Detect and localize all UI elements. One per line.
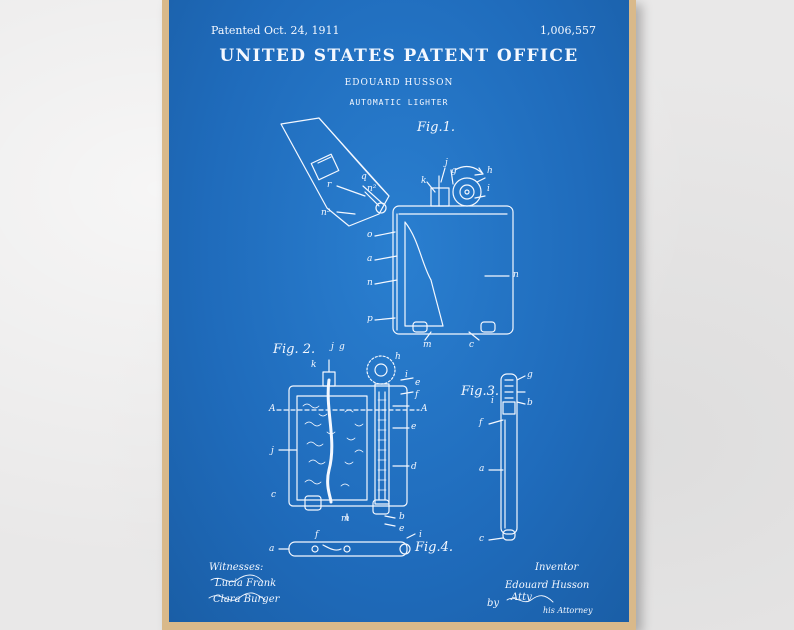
fig2-label: h	[395, 352, 401, 362]
fig1-label: n²	[367, 184, 377, 194]
patent-number: 1,006,557	[540, 24, 596, 37]
patent-poster: Patented Oct. 24, 1911 1,006,557 UNITED …	[169, 0, 629, 622]
figure-2-caption: Fig. 2.	[273, 342, 316, 357]
fig2-label: j	[331, 342, 334, 352]
fig1-label: g	[451, 166, 457, 176]
figure-2-drawing	[276, 355, 420, 527]
figure-1-caption: Fig.1.	[417, 120, 456, 135]
fig2-label: f	[315, 530, 319, 540]
fig1-label: o	[367, 230, 373, 240]
fig2-label: e	[415, 378, 421, 388]
figure-4-caption: Fig.4.	[415, 540, 454, 555]
fig1-label: r	[327, 180, 332, 190]
figure-3-drawing	[488, 373, 526, 541]
invention-title: AUTOMATIC LIGHTER	[349, 98, 449, 107]
fig1-label: i	[487, 184, 490, 194]
inventor-signature: Edouard Husson	[505, 580, 590, 591]
fig2-label: A	[269, 404, 276, 414]
attorney-caption: his Attorney	[543, 606, 593, 615]
by-label: by	[487, 598, 500, 609]
fig1-label: a	[367, 254, 373, 264]
fig2-label: b	[399, 512, 405, 522]
fig2-label: a	[269, 544, 275, 554]
fig2-label: k	[311, 360, 317, 370]
fig3-label: f	[479, 418, 483, 428]
fig1-label: n	[513, 270, 519, 280]
inventor-heading: Inventor	[535, 562, 579, 573]
witness-2-signature: Clara Burger	[213, 594, 280, 605]
fig2-label: i	[419, 530, 422, 540]
patent-drawing	[208, 117, 554, 603]
fig1-label: j	[445, 158, 448, 168]
fig3-label: a	[479, 464, 485, 474]
fig3-label: g	[527, 370, 533, 380]
signature-flourishes	[208, 574, 554, 603]
fig2-label: g	[339, 342, 345, 352]
patent-date: Patented Oct. 24, 1911	[211, 24, 340, 37]
fig2-label: c	[271, 490, 277, 500]
fig1-label: m	[423, 340, 432, 350]
fig3-label: i	[491, 396, 494, 406]
fig2-label: f	[415, 390, 419, 400]
fig1-label: q	[361, 172, 367, 182]
fig1-label: h	[487, 166, 493, 176]
fig2-label: j	[271, 446, 274, 456]
patent-office-title: UNITED STATES PATENT OFFICE	[219, 46, 579, 66]
fig2-label: e	[399, 524, 405, 534]
fig1-label: c	[469, 340, 475, 350]
figure-4-drawing	[278, 533, 416, 557]
fig2-label: m	[341, 514, 350, 524]
fig1-label: k	[421, 176, 427, 186]
fig2-label: e	[411, 422, 417, 432]
fig3-label: c	[479, 534, 485, 544]
witness-1-signature: Lucia Frank	[215, 578, 277, 589]
inventor-name: EDOUARD HUSSON	[344, 78, 454, 88]
fig1-label: n	[367, 278, 373, 288]
witnesses-heading: Witnesses:	[209, 562, 264, 573]
fig1-label: n³	[321, 208, 331, 218]
attorney-signature: Atty	[511, 592, 532, 603]
figure-3-caption: Fig.3.	[461, 384, 500, 399]
fig2-label: d	[411, 462, 417, 472]
figure-1-drawing	[280, 117, 514, 341]
fig3-label: b	[527, 398, 533, 408]
fig2-label: i	[405, 370, 408, 380]
fig2-label: A	[421, 404, 428, 414]
fig1-label: p	[367, 314, 373, 324]
